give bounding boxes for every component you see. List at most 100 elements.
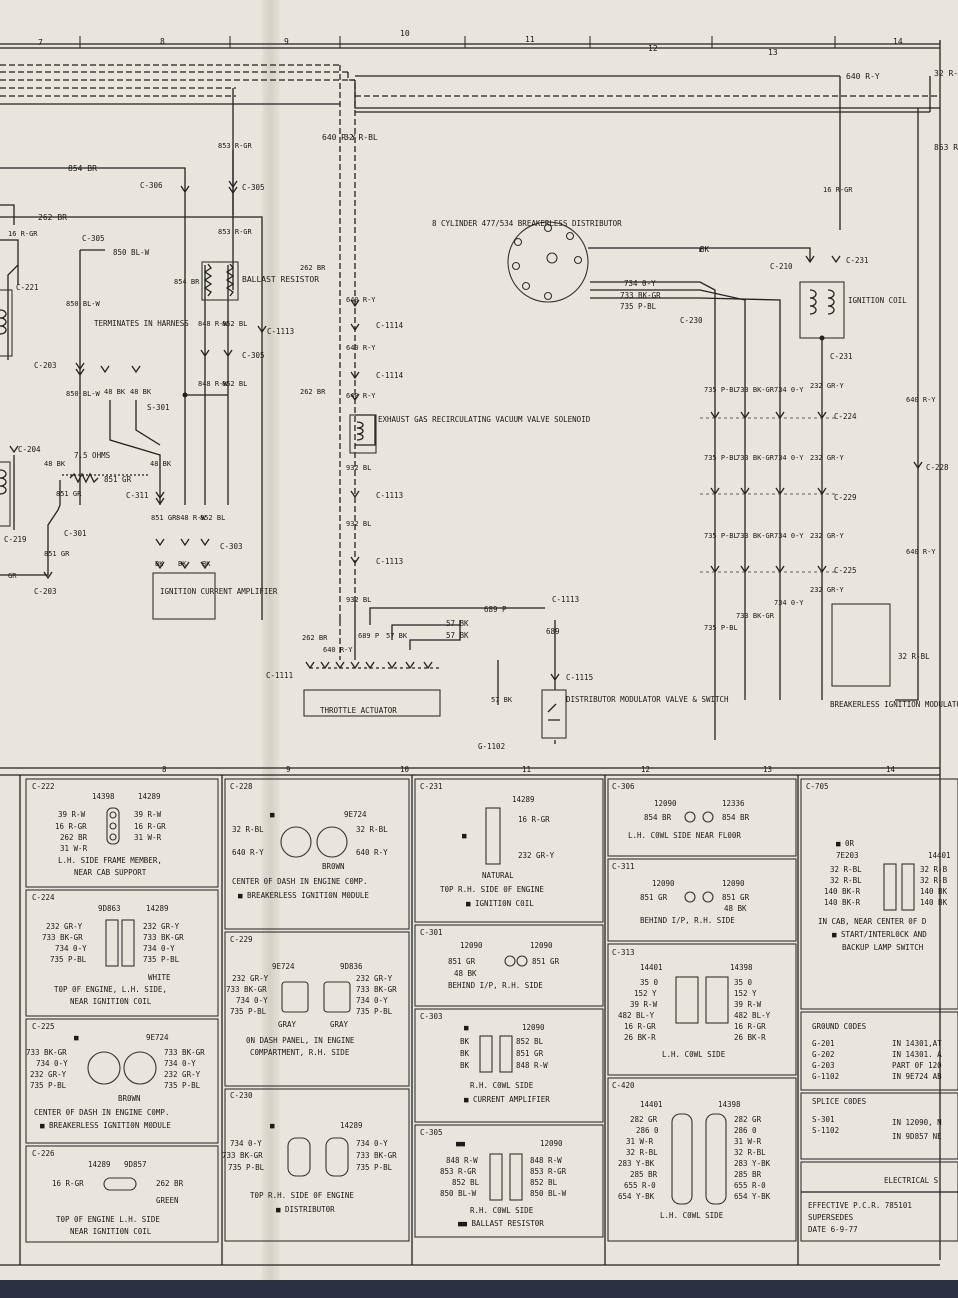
pin-label: 851 GR	[516, 1049, 544, 1058]
location-note: NEAR IGNITI0N C0IL	[70, 997, 152, 1006]
connector-shape	[105, 919, 119, 967]
connector-detail-c231: C-231 ■ 14289 16 R-GR 232 GR-Y NATURAL T…	[420, 782, 555, 908]
pin-label: 734 0-Y	[236, 996, 268, 1005]
pin-label: 851 GR	[532, 957, 560, 966]
connector-shape	[479, 1035, 493, 1073]
pin-label: 283 Y-BK	[618, 1159, 655, 1168]
ballast-resistor	[201, 261, 239, 301]
connector-detail-c225: C-225 ■ 9E724 733 BK-GR 734 0-Y 232 GR-Y…	[26, 1022, 205, 1130]
code: G-201	[812, 1039, 835, 1048]
connector-shape	[87, 1051, 121, 1085]
pin-label: 140 BK-R	[824, 898, 861, 907]
connector-label: C-225	[834, 566, 857, 575]
wire-label: 851 GR	[104, 475, 132, 484]
part-number: 14401	[640, 1100, 663, 1109]
grid-label: 14	[893, 37, 903, 46]
pin-label: 735 P-BL	[230, 1007, 267, 1016]
wire	[895, 108, 919, 701]
wire-label: BK	[202, 560, 211, 568]
pin-label: 232 GR-Y	[30, 1070, 67, 1079]
connector-shape	[671, 1113, 693, 1205]
connector-detail-c303: C-303 ■ 12090 BK BK BK 852 BL 851 GR 848…	[420, 1012, 550, 1104]
component-label: IGNITION CURRENT AMPLIFIER	[160, 587, 278, 596]
wire-label: 640 R-Y	[846, 72, 880, 81]
footer-line: SUPERSEDES	[808, 1213, 854, 1222]
part-number: 12090	[540, 1139, 563, 1148]
pin-label: 16 R-GR	[734, 1022, 766, 1031]
part-number: 9E724	[344, 810, 367, 819]
pin-label: 32 R-B	[920, 865, 948, 874]
part-number: 14289	[88, 1160, 111, 1169]
connector-detail-c305: C-305 ■■ 12090 848 R-W 853 R-GR 852 BL 8…	[420, 1128, 567, 1228]
pin-label: 850 BL-W	[530, 1189, 567, 1198]
connector-label: C-224	[834, 412, 857, 421]
connector-label: C-1113	[376, 491, 403, 500]
pin-label: 39 R-W	[134, 810, 162, 819]
location-note: BEHIND I/P, R.H. SIDE	[640, 916, 735, 925]
part-number: 14289	[138, 792, 161, 801]
wire-label: 32 R-BL	[898, 652, 930, 661]
modulator-switch	[541, 689, 567, 739]
pin-label: 733 BK-GR	[42, 933, 83, 942]
connector-label: C-204	[18, 445, 41, 454]
wire-label: 640 R-Y	[346, 392, 376, 400]
pin-label: 48 BK	[724, 904, 747, 913]
pin-label: 848 R-W	[446, 1156, 478, 1165]
wire-label: 16 R-GR	[8, 230, 38, 238]
section-title: GR0UND C0DES	[812, 1022, 867, 1031]
part-number: 12090	[460, 941, 483, 950]
wire-label: 851 GR	[151, 514, 177, 522]
marker: ■	[462, 831, 467, 840]
color-note: WHITE	[148, 973, 171, 982]
grid-label: 12	[648, 44, 658, 53]
harness-bundle	[0, 40, 941, 1260]
connector-label: C-305	[242, 351, 265, 360]
location-note: T0P 0F ENGINE, L.H. SIDE,	[54, 985, 167, 994]
marker: ■	[74, 1033, 79, 1042]
part-number: 12090	[722, 879, 745, 888]
pin-label: 140 BK-R	[824, 887, 861, 896]
pin-label: 655 R-0	[734, 1181, 766, 1190]
left-circuits	[0, 150, 263, 620]
connector-detail-c705: C-705 ■ 0R 7E203 14401 32 R-BL 32 R-BL 1…	[806, 782, 951, 952]
pin-label: 734 0-Y	[55, 944, 87, 953]
connector-label: C-301	[64, 529, 87, 538]
pin-label: 848 R-W	[516, 1061, 548, 1070]
switch-symbol	[547, 703, 560, 721]
wire-label: 262 BR	[302, 634, 328, 642]
code-desc: IN 12090, N	[892, 1118, 942, 1127]
connector-label: C-231	[846, 256, 869, 265]
pin-label: 851 GR	[722, 893, 750, 902]
code-desc: IN 14301. A	[892, 1050, 942, 1059]
wire-label: 852 BL	[222, 320, 247, 328]
location-note: BACKUP LAMP SWITCH	[842, 943, 924, 952]
location-note: NEAR IGNITI0N C0IL	[70, 1227, 152, 1236]
pin-label: 733 BK-GR	[226, 985, 267, 994]
wire-label: 640 R-Y	[906, 396, 936, 404]
wire-label: 262 BR	[38, 213, 67, 222]
ignition-coil	[799, 281, 845, 339]
connector-label: C-305	[82, 234, 105, 243]
cell-id: C-230	[230, 1091, 253, 1100]
wire-label: 232 GR-Y	[810, 454, 845, 462]
cell-id: C-231	[420, 782, 443, 791]
pin-label: 262 BR	[60, 833, 88, 842]
coil-symbol	[0, 469, 7, 495]
wire-label: 57 BK	[446, 631, 469, 640]
pin-label: 285 BR	[630, 1170, 658, 1179]
grid-label: 13	[768, 48, 778, 57]
part-number: 12090	[530, 941, 553, 950]
wire-label: 850 BL-W	[66, 300, 101, 308]
connector-detail-c313: C-313 14401 14398 35 0 152 Y 39 R-W 482 …	[612, 948, 771, 1059]
grid-label: 10	[400, 29, 410, 38]
pin-label: 16 R-GR	[52, 1179, 84, 1188]
part-number: 14398	[92, 792, 115, 801]
wire	[590, 281, 716, 740]
pin-label: 735 P-BL	[228, 1163, 265, 1172]
wire-label: 851 GR	[44, 550, 70, 558]
part-number: 14398	[730, 963, 753, 972]
wire-label: 48 BK	[130, 388, 152, 396]
connector-shape	[103, 1177, 137, 1191]
part-number: 14289	[146, 904, 169, 913]
